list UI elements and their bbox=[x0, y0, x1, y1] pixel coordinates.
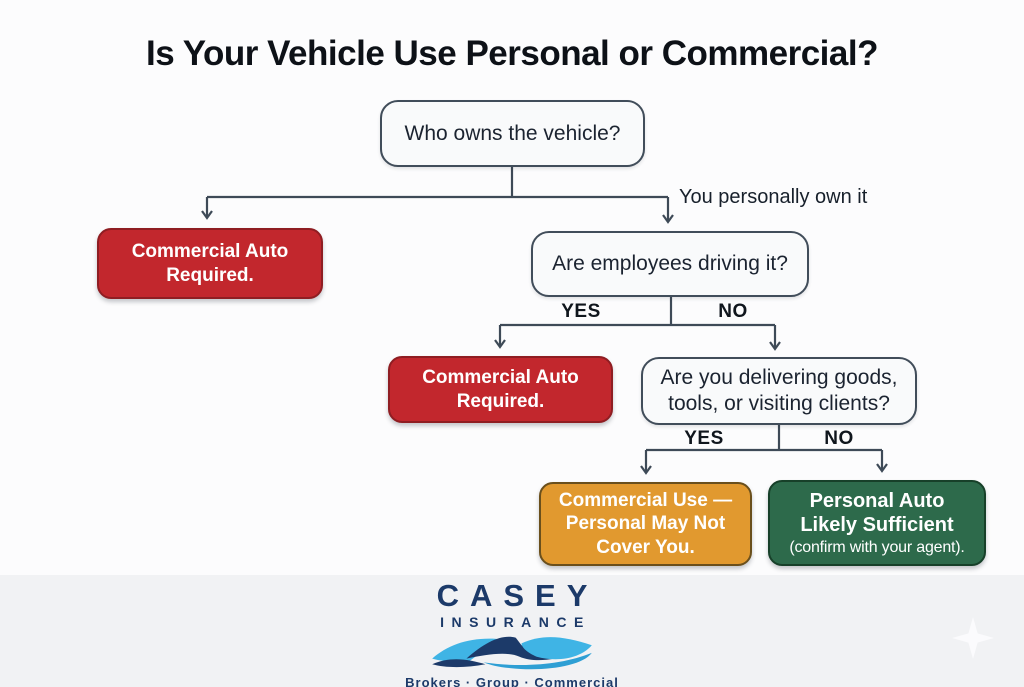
brand-subtitle: INSURANCE bbox=[440, 614, 591, 630]
outcome-business-label: Commercial Auto Required. bbox=[131, 241, 289, 286]
question-delivering-goods: Are you delivering goods, tools, or visi… bbox=[641, 357, 917, 425]
edge-label-employees-no: NO bbox=[718, 301, 748, 322]
question-employees-driving-label: Are employees driving it? bbox=[552, 252, 788, 276]
outcome-commercial-use-label: Commercial Use — Personal May Not Cover … bbox=[558, 490, 733, 558]
casey-insurance-logo: CASEY INSURANCE Brokers · Group · Commer… bbox=[392, 580, 632, 687]
question-who-owns-vehicle-label: Who owns the vehicle? bbox=[404, 121, 621, 145]
brand-tagline: Brokers · Group · Commercial bbox=[405, 675, 619, 687]
footer-band: CASEY INSURANCE Brokers · Group · Commer… bbox=[0, 575, 1024, 687]
outcome-employees-label: Commercial Auto Required. bbox=[422, 367, 579, 412]
outcome-commercial-use-warning: Commercial Use — Personal May Not Cover … bbox=[539, 482, 752, 566]
outcome-personal-note: (confirm with your agent). bbox=[789, 538, 965, 556]
edge-label-employees-yes: YES bbox=[561, 301, 601, 322]
edge-label-delivering-yes: YES bbox=[684, 428, 724, 449]
edge-label-delivering-no: NO bbox=[824, 428, 854, 449]
page-title: Is Your Vehicle Use Personal or Commerci… bbox=[146, 34, 878, 73]
outcome-commercial-auto-required-business: Commercial Auto Required. bbox=[97, 228, 323, 299]
outcome-personal-auto-sufficient: Personal Auto Likely Sufficient (confirm… bbox=[768, 480, 986, 566]
edge-label-personally-own: You personally own it bbox=[679, 186, 868, 208]
outcome-personal-title: Personal Auto Likely Sufficient bbox=[800, 489, 954, 537]
question-employees-driving: Are employees driving it? bbox=[531, 231, 809, 297]
wave-logo-icon bbox=[432, 636, 592, 670]
outcome-commercial-auto-required-employees: Commercial Auto Required. bbox=[388, 356, 613, 423]
brand-name: CASEY bbox=[436, 578, 599, 613]
question-who-owns-vehicle: Who owns the vehicle? bbox=[380, 100, 645, 167]
question-delivering-goods-label: Are you delivering goods, tools, or visi… bbox=[660, 366, 898, 415]
